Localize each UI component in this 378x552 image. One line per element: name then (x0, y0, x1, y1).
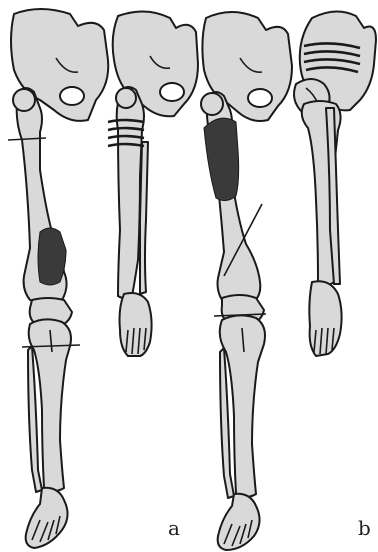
leg-2-rotationplasty (108, 11, 198, 356)
tibia-icon (140, 142, 148, 294)
panel-label-b: b (358, 516, 371, 540)
leg-3-full (201, 12, 292, 550)
panel-label-a: a (168, 516, 180, 540)
foot-icon (120, 293, 152, 356)
leg-4-rotated (294, 11, 376, 356)
foot-icon (26, 488, 68, 548)
tumor-icon (204, 118, 239, 200)
foot-icon (309, 281, 341, 356)
tumor-icon (38, 228, 66, 285)
leg-1-full (8, 9, 108, 548)
foot-icon (218, 494, 260, 550)
